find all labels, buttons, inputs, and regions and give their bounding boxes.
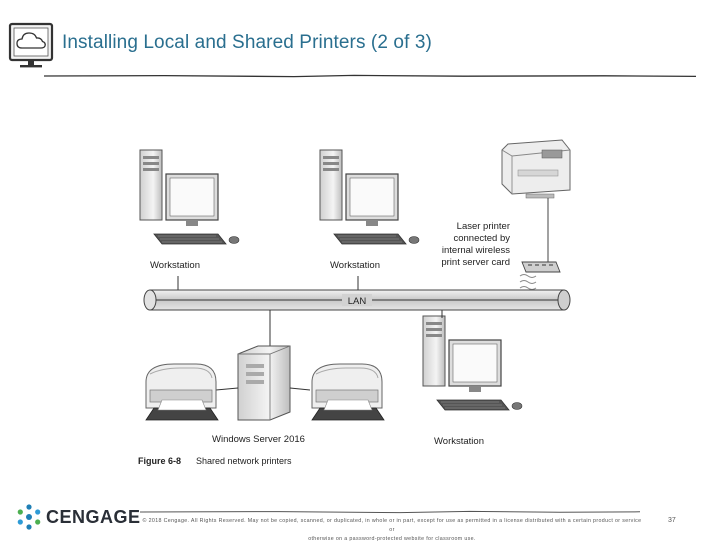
figure-number: Figure 6-8	[138, 456, 181, 466]
cengage-logo-icon	[17, 504, 41, 530]
workstation-left-label: Workstation	[150, 260, 200, 271]
footer-divider	[140, 510, 640, 514]
laser-printer-icon	[501, 139, 571, 199]
workstation-left-icon	[139, 149, 240, 245]
workstation-right-icon	[422, 315, 523, 411]
workstation-right-label: Workstation	[434, 436, 484, 447]
copyright-notice: © 2018 Cengage. All Rights Reserved. May…	[142, 517, 642, 544]
shared-printer-right-icon	[311, 363, 385, 421]
shared-printer-left-icon	[145, 363, 219, 421]
laser-printer-caption-line3: internal wireless	[442, 245, 510, 256]
workstation-middle-label: Workstation	[330, 260, 380, 271]
windows-server-icon	[237, 345, 291, 421]
workstation-middle-icon	[319, 149, 420, 245]
lan-label: LAN	[348, 296, 367, 307]
figure-caption: Shared network printers	[196, 456, 292, 466]
slide-title: Installing Local and Shared Printers (2 …	[62, 32, 432, 53]
laser-printer-caption-line1: Laser printer	[457, 221, 510, 232]
copyright-line-2: otherwise on a password-protected websit…	[308, 536, 476, 542]
wireless-print-server-card-icon	[519, 261, 561, 290]
brand-name: CENGAGE	[46, 507, 141, 527]
shared-network-printers-diagram: Workstation Workstation Workstation Lase…	[138, 139, 571, 466]
cloud-monitor-icon	[8, 22, 54, 68]
title-divider	[44, 74, 696, 78]
copyright-line-1: © 2018 Cengage. All Rights Reserved. May…	[142, 518, 642, 533]
page-number: 37	[668, 517, 676, 524]
lan-bus	[143, 289, 571, 311]
laser-printer-caption-line4: print server card	[441, 257, 510, 268]
server-label: Windows Server 2016	[212, 434, 305, 445]
laser-printer-caption-line2: connected by	[453, 233, 510, 244]
